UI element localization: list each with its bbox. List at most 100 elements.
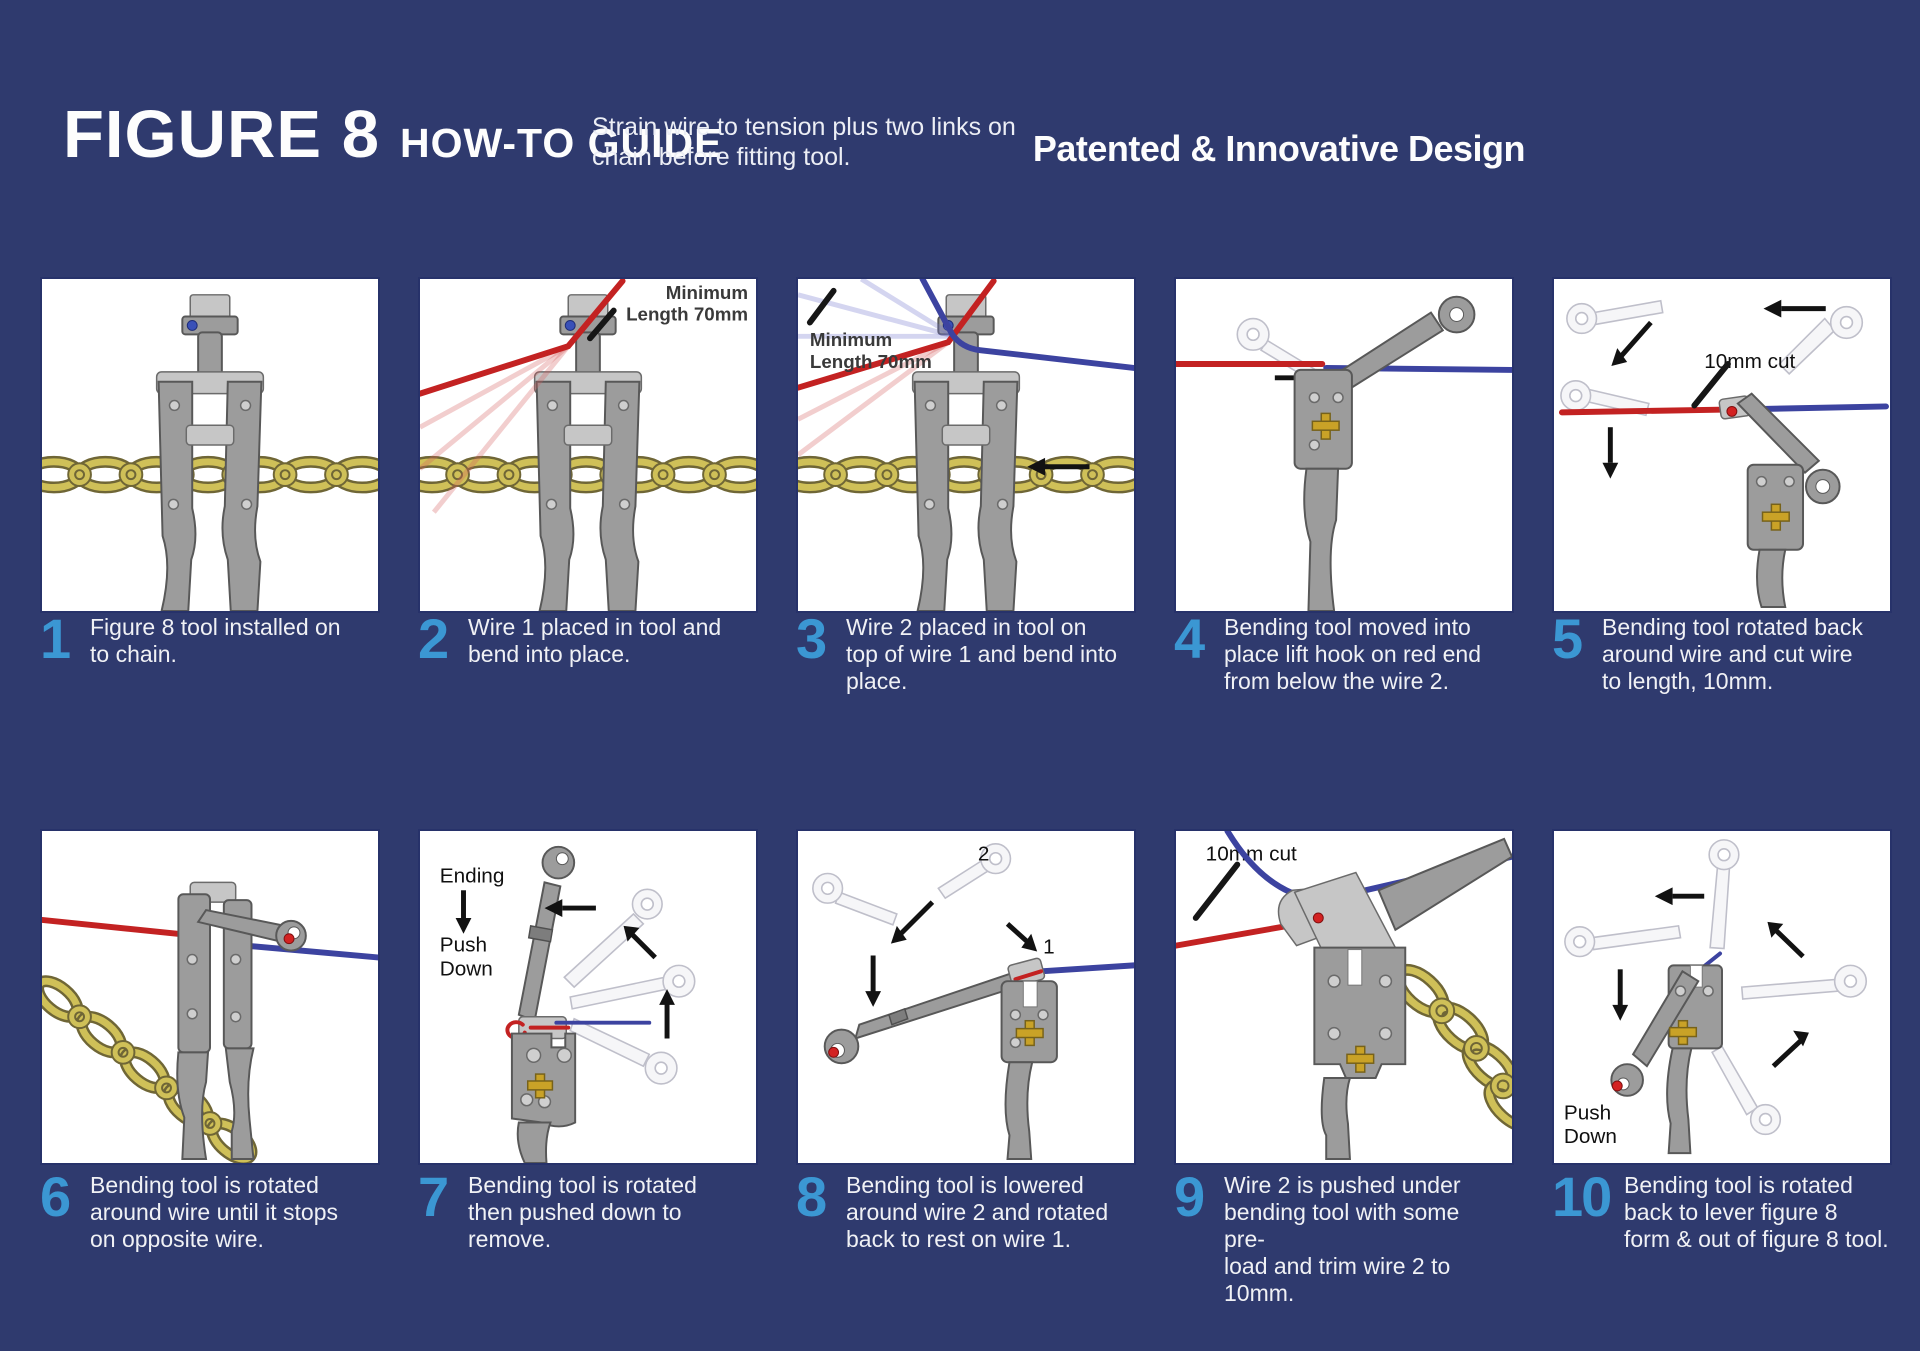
step-number: 6 (40, 1165, 71, 1228)
step-text: Bending tool is rotated then pushed down… (468, 1172, 697, 1252)
step-number: 7 (418, 1165, 449, 1228)
wire-blue (242, 942, 378, 961)
min-length-label-line1: Minimum (810, 329, 892, 350)
step-2-image: Minimum Length 70mm (418, 277, 758, 613)
arrow-down-icon (455, 890, 472, 934)
step-number: 10 (1552, 1165, 1612, 1228)
step-6-image (40, 829, 380, 1165)
step-number: 3 (796, 607, 827, 670)
arrow-down-icon (865, 955, 882, 1007)
step-8-image: 2 1 (796, 829, 1136, 1165)
arrow-up-icon (659, 989, 675, 1039)
step-6-caption: 6 Bending tool is rotated around wire un… (40, 1165, 366, 1253)
arrow-left-icon (544, 899, 596, 917)
step-10-caption: 10 Bending tool is rotated back to lever… (1552, 1165, 1900, 1253)
cut-mark-line (1691, 361, 1731, 409)
step-5-caption: 5 Bending tool rotated back around wire … (1552, 607, 1878, 695)
step-8-caption: 8 Bending tool is lowered around wire 2 … (796, 1165, 1122, 1253)
tool-ghost-positions (812, 843, 1012, 926)
page-title: FIGURE 8 HOW-TO GUIDE (63, 96, 722, 173)
step-number: 1 (40, 607, 71, 670)
wire-1-ghost-positions (420, 344, 571, 514)
step-4-image (1174, 277, 1514, 613)
down-label: Down (1564, 1125, 1617, 1148)
cut-10mm-label: 10mm cut (1206, 843, 1297, 866)
step-text: Bending tool is lowered around wire 2 an… (846, 1172, 1109, 1252)
step-2-caption: 2 Wire 1 placed in tool and bend into pl… (418, 607, 744, 670)
step-text: Bending tool is rotated around wire unti… (90, 1172, 339, 1252)
arrow-down-icon (1612, 969, 1629, 1021)
red-end-dot (828, 1046, 840, 1058)
wire-2-blue (919, 279, 1134, 371)
cut-mark-line (1192, 861, 1241, 921)
tool-ghost-positions (1564, 839, 1868, 1136)
figure8-tool (176, 881, 307, 1161)
arrow-left-icon (1654, 887, 1705, 906)
wire-2-label: 2 (978, 843, 990, 866)
push-label: Push (1564, 1102, 1611, 1125)
step-number: 9 (1174, 1165, 1205, 1228)
bending-tool (1718, 392, 1841, 609)
arrow-left-icon (1763, 299, 1826, 318)
cut-10mm-label: 10mm cut (1704, 350, 1795, 373)
title-sub: HOW-TO GUIDE (400, 120, 723, 166)
red-end-dot (1611, 1080, 1623, 1092)
step-4-caption: 4 Bending tool moved into place lift hoo… (1174, 607, 1500, 695)
min-length-label-line2: Length 70mm (626, 304, 748, 325)
step-number: 5 (1552, 607, 1583, 670)
chain (1392, 963, 1512, 1133)
tool-ghost-positions (563, 888, 696, 1085)
step-text: Bending tool moved into place lift hook … (1224, 614, 1482, 694)
step-9-image: 10mm cut (1174, 829, 1514, 1165)
red-end-dot (1726, 405, 1738, 417)
wire-1-red (420, 279, 626, 397)
wire-red (1013, 969, 1044, 982)
step-number: 4 (1174, 607, 1205, 670)
step-text: Figure 8 tool installed on to chain. (90, 614, 341, 667)
step-text: Bending tool rotated back around wire an… (1602, 614, 1863, 694)
cut-mark-line (806, 287, 837, 326)
arrow-down-left-icon (890, 900, 935, 944)
arrow-up-right-icon (1771, 1030, 1809, 1068)
step-1-image (40, 277, 380, 613)
step-text: Wire 2 placed in tool on top of wire 1 a… (846, 614, 1118, 694)
arrow-down-icon (1602, 427, 1619, 479)
red-end-dot (283, 933, 295, 945)
header-note: Strain wire to tension plus two links on… (592, 113, 1016, 171)
wire-1-label: 1 (1043, 936, 1055, 959)
step-3-image: Minimum Length 70mm (796, 277, 1136, 613)
step-1-caption: 1 Figure 8 tool installed on to chain. (40, 607, 366, 670)
bending-tool (505, 845, 652, 1163)
step-5-image: 10mm cut (1552, 277, 1892, 613)
arrow-up-left-icon (623, 925, 657, 960)
step-7-image: Ending Push Down (418, 829, 758, 1165)
arrow-down-right-icon (1005, 922, 1038, 952)
step-number: 2 (418, 607, 449, 670)
push-label: Push (440, 934, 487, 957)
wire-red (42, 916, 200, 939)
arrow-left-icon (1027, 457, 1090, 476)
cut-mark-line (587, 307, 617, 342)
figure8-tool (533, 294, 643, 611)
down-label: Down (440, 957, 493, 980)
wire-red (1558, 406, 1737, 416)
ending-label: Ending (440, 864, 505, 887)
min-length-label-line2: Length 70mm (810, 351, 932, 372)
bending-tool (823, 957, 1058, 1161)
wire-blue (1038, 962, 1134, 975)
header-tagline: Patented & Innovative Design (1032, 128, 1526, 169)
step-text: Wire 1 placed in tool and bend into plac… (468, 614, 722, 667)
arrow-up-left-icon (1767, 921, 1805, 959)
step-7-caption: 7 Bending tool is rotated then pushed do… (418, 1165, 744, 1253)
figure8-tool (911, 294, 1021, 611)
bending-tool (1610, 951, 1723, 1155)
step-9-caption: 9 Wire 2 is pushed under bending tool wi… (1174, 1165, 1500, 1307)
step-text: Bending tool is rotated back to lever fi… (1624, 1172, 1889, 1252)
chain (42, 455, 378, 494)
step-number: 8 (796, 1165, 827, 1228)
step-3-caption: 3 Wire 2 placed in tool on top of wire 1… (796, 607, 1122, 695)
title-main: FIGURE 8 (63, 97, 380, 172)
bending-tool (1277, 837, 1512, 1161)
min-length-label-line1: Minimum (666, 282, 748, 303)
wire-1-red (798, 279, 997, 391)
